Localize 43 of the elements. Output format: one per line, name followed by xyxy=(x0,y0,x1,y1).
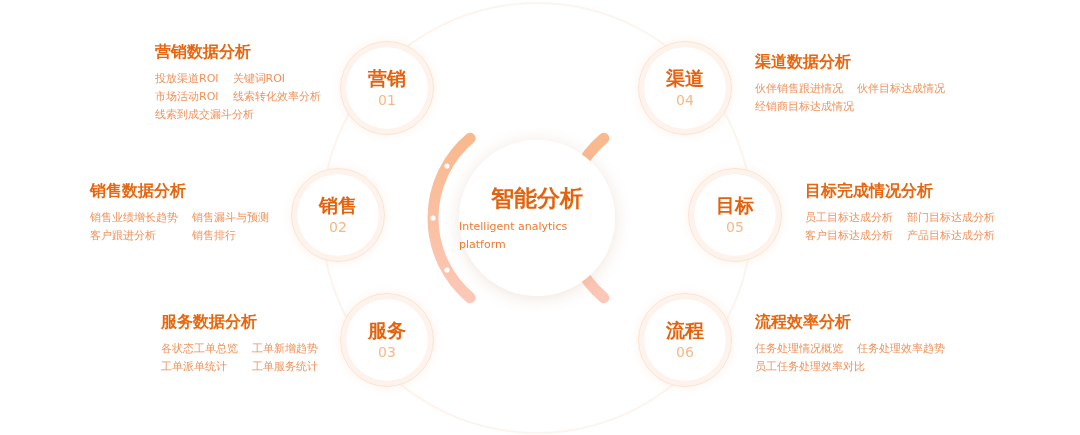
list-item: 线索到成交漏斗分析 xyxy=(155,107,255,122)
section-heading: 目标完成情况分析 xyxy=(805,181,934,202)
list-item: 伙伴销售跟进情况 xyxy=(755,81,843,96)
section-heading: 销售数据分析 xyxy=(90,181,187,202)
list-item: 任务处理情况概览 xyxy=(755,341,843,356)
category-name: 销售 xyxy=(319,193,357,217)
list-item: 投放渠道ROI xyxy=(155,71,219,86)
list-item: 销售漏斗与预测 xyxy=(192,210,269,225)
hub-title: 智能分析 xyxy=(491,184,583,213)
category-number: 03 xyxy=(378,343,396,362)
list-item: 销售排行 xyxy=(192,228,237,243)
section-heading: 流程效率分析 xyxy=(755,312,852,333)
list-item: 部门目标达成分析 xyxy=(907,210,995,225)
list-item: 员工任务处理效率对比 xyxy=(755,359,866,374)
list-item: 工单新增趋势 xyxy=(252,341,318,356)
list-item: 任务处理效率趋势 xyxy=(857,341,945,356)
list-item: 市场活动ROI xyxy=(155,89,219,104)
list-item: 客户跟进分析 xyxy=(90,228,157,243)
section-heading: 营销数据分析 xyxy=(155,42,252,63)
category-number: 02 xyxy=(329,218,347,237)
list-item: 经销商目标达成情况 xyxy=(755,99,855,114)
list-item: 工单服务统计 xyxy=(252,359,318,374)
list-item: 员工目标达成分析 xyxy=(805,210,893,225)
category-name: 渠道 xyxy=(666,66,704,90)
list-item: 客户目标达成分析 xyxy=(805,228,893,243)
list-item: 各状态工单总览 xyxy=(161,341,238,356)
category-number: 04 xyxy=(676,91,694,110)
list-item: 工单派单统计 xyxy=(161,359,228,374)
list-item: 销售业绩增长趋势 xyxy=(90,210,178,225)
section-heading: 服务数据分析 xyxy=(161,312,258,333)
category-number: 05 xyxy=(726,218,744,237)
category-number: 06 xyxy=(676,343,694,362)
category-name: 流程 xyxy=(666,318,704,342)
list-item: 产品目标达成分析 xyxy=(907,228,995,243)
section-heading: 渠道数据分析 xyxy=(755,52,852,73)
list-item: 关键词ROI xyxy=(232,71,287,86)
list-item: 伙伴目标达成情况 xyxy=(857,81,945,96)
category-name: 服务 xyxy=(368,318,406,342)
category-name: 目标 xyxy=(716,193,754,217)
list-item: 线索转化效率分析 xyxy=(232,89,321,104)
category-name: 营销 xyxy=(368,66,406,90)
hub-subtitle: Intelligent analytics platform xyxy=(459,219,569,253)
category-number: 01 xyxy=(378,91,396,110)
